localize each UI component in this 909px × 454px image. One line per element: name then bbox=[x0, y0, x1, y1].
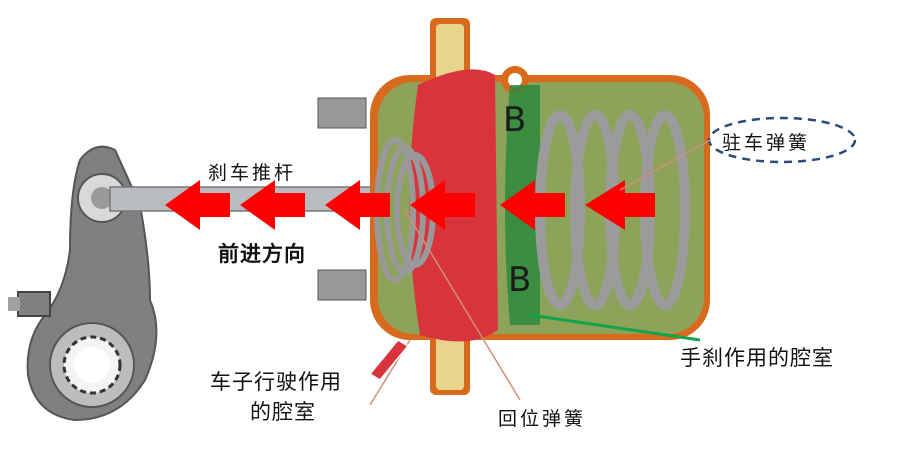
chamber-label-upper: B bbox=[503, 100, 527, 140]
push-rod-label: 刹车推杆 bbox=[208, 162, 297, 184]
driving-chamber-label-line1: 车子行驶作用 bbox=[210, 370, 342, 394]
left-arrow-icon bbox=[500, 180, 565, 230]
parking-spring-pointer bbox=[619, 139, 711, 191]
driving-chamber-arrow bbox=[368, 339, 410, 381]
return-spring-label: 回位弹簧 bbox=[498, 408, 587, 430]
slack-adjuster-lever bbox=[8, 145, 158, 422]
chamber-label-lower: B bbox=[508, 260, 532, 300]
left-arrow-icon bbox=[410, 180, 475, 230]
handbrake-chamber-pointer bbox=[529, 313, 701, 342]
forward-direction-label: 前进方向 bbox=[218, 242, 306, 266]
return-spring-pointer bbox=[404, 209, 521, 401]
force-arrows bbox=[165, 180, 655, 230]
driving-chamber-label-line2: 的腔室 bbox=[250, 400, 316, 424]
parking-spring-label: 驻车弹簧 bbox=[722, 132, 811, 154]
mounting-studs bbox=[317, 97, 367, 301]
left-arrow-icon bbox=[240, 180, 305, 230]
left-arrow-icon bbox=[165, 180, 230, 230]
handbrake-chamber-label: 手刹作用的腔室 bbox=[680, 346, 834, 370]
left-arrow-icon bbox=[325, 180, 390, 230]
left-arrow-icon bbox=[585, 180, 655, 230]
